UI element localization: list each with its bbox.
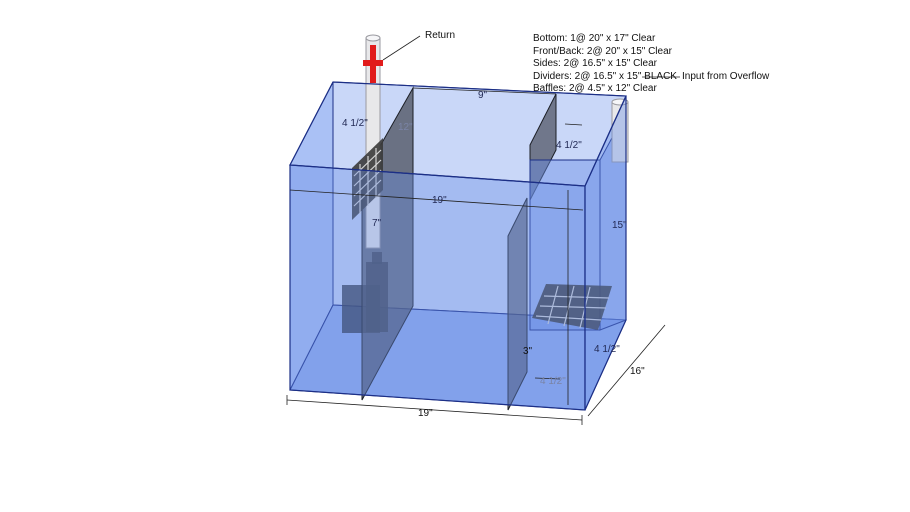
- dim-baffle-gap: 3": [523, 346, 533, 357]
- dimension-lines: [286, 87, 666, 425]
- cut-list-item: Sides: 2@ 16.5" x 15" Clear: [533, 58, 657, 70]
- dim-height: 15": [612, 220, 627, 231]
- dim-front-width: 19": [418, 408, 433, 419]
- cut-list-item: Bottom: 1@ 20" x 17" Clear: [533, 33, 656, 44]
- input-callout: Input from Overflow: [682, 71, 770, 82]
- dim-inner-width: 19": [432, 195, 447, 206]
- dim-chamber-width: 9": [478, 90, 488, 101]
- dim-depth: 16": [630, 366, 645, 377]
- dim-left-offset: 4 1/2": [342, 118, 368, 129]
- dim-bottom-offset: 4 1/2": [540, 376, 566, 387]
- dim-left-baffle-height: 7": [372, 218, 382, 229]
- left-baffle-mesh: [352, 138, 383, 220]
- return-callout: Return: [425, 30, 456, 41]
- cut-list-item: Dividers: 2@ 16.5" x 15" BLACK: [533, 70, 677, 82]
- cut-list-item: Baffles: 2@ 4.5" x 12" Clear: [533, 83, 657, 95]
- return-leader-line: [382, 35, 421, 61]
- dim-left-chamber-height: 12": [398, 122, 413, 133]
- dim-right-low-offset: 4 1/2": [594, 344, 620, 355]
- cut-list: Bottom: 1@ 20" x 17" Clear Front/Back: 2…: [533, 33, 677, 96]
- top-rim: [289, 81, 627, 187]
- cut-list-item: Front/Back: 2@ 20" x 15" Clear: [533, 45, 672, 57]
- right-baffle: [507, 197, 528, 411]
- dim-right-offset: 4 1/2": [556, 140, 582, 151]
- return-valve: [363, 45, 383, 83]
